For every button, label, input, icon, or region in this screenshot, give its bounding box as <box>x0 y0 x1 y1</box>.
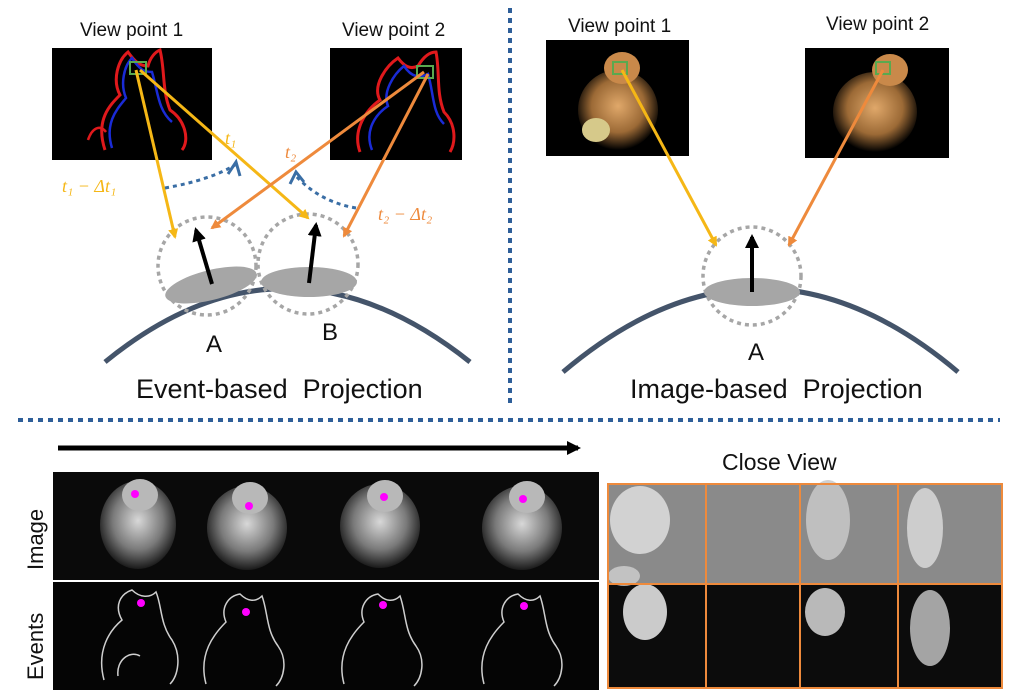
sequence-panel: Image Events <box>23 441 1003 690</box>
normal-arrow-a <box>192 227 214 285</box>
events-frame-2 <box>203 593 285 687</box>
ray-view2-to-a <box>210 70 425 230</box>
event-based-caption: Event-based Projection <box>136 374 423 404</box>
close-view-title: Close View <box>722 449 837 475</box>
event-view2-label: View point 2 <box>342 20 445 41</box>
label-patch-b: B <box>322 319 338 346</box>
ray-view1-to-a <box>134 69 179 239</box>
time-arc-t1 <box>164 163 236 190</box>
image-frame-3 <box>340 480 420 568</box>
event-thumbnail-view1 <box>52 47 212 160</box>
events-frame-3 <box>341 593 423 687</box>
event-thumbnail-view2 <box>330 48 462 160</box>
patch-a-disc <box>165 266 257 304</box>
label-t1-prev: t₁ − Δt₁ <box>62 176 116 196</box>
image-thumbnail-view2 <box>805 48 949 158</box>
events-frame-1 <box>100 589 179 685</box>
event-surface-arc <box>103 286 472 364</box>
image-patch-a-circle <box>701 225 803 327</box>
image-label-patch-a: A <box>748 339 764 366</box>
ray-view2-to-b <box>342 73 430 238</box>
image-ray-view1 <box>620 69 718 247</box>
time-arc-t2-head <box>288 169 306 185</box>
label-patch-a: A <box>206 331 222 358</box>
image-frame-4 <box>482 481 562 570</box>
time-arc-t1-head <box>226 158 242 177</box>
image-based-panel: View point 1 View point 2 A Image-based … <box>546 14 960 404</box>
image-frame-1 <box>100 479 176 569</box>
image-ray-view2 <box>787 69 885 247</box>
label-t2: t₂ <box>285 142 296 162</box>
label-t1: t₁ <box>225 128 236 148</box>
image-view1-label: View point 1 <box>568 16 671 37</box>
row-label-image: Image <box>23 509 48 570</box>
event-based-panel: View point 1 View point 2 <box>52 20 472 404</box>
label-t2-prev: t₂ − Δt₂ <box>378 204 432 224</box>
image-thumbnail-view1 <box>546 40 689 156</box>
patch-b-circle <box>256 212 360 316</box>
patch-a-circle <box>156 215 258 317</box>
ray-view1-to-b <box>139 68 310 220</box>
event-view1-label: View point 1 <box>80 20 183 41</box>
normal-arrow-b <box>307 222 322 284</box>
time-arc-t2 <box>294 174 357 210</box>
image-view2-label: View point 2 <box>826 14 929 35</box>
close-view-grid <box>607 480 1003 689</box>
image-frame-2 <box>207 482 287 570</box>
row-label-events: Events <box>23 613 48 680</box>
image-based-caption: Image-based Projection <box>630 374 923 404</box>
events-frame-4 <box>481 593 563 687</box>
